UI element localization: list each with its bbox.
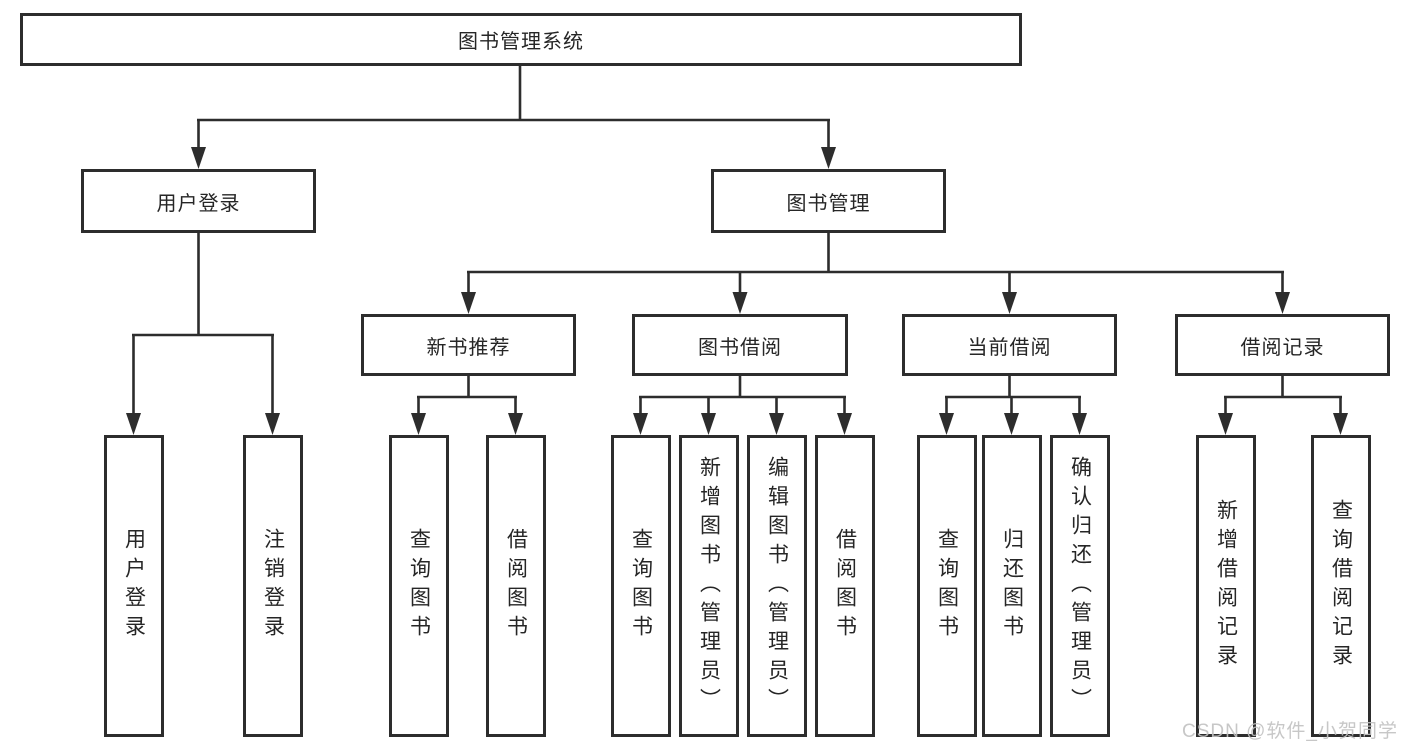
node-borrow-records: 借阅记录	[1175, 314, 1390, 376]
leaf-label: 查询图书	[629, 528, 653, 644]
leaf-return-books: 归还图书	[982, 435, 1042, 737]
leaf-label: 新增借阅记录	[1214, 499, 1238, 673]
node-book-borrow: 图书借阅	[632, 314, 848, 376]
leaf-borrow-books-2: 借阅图书	[815, 435, 875, 737]
leaf-label: 借阅图书	[833, 528, 857, 644]
leaf-query-borrow-record: 查询借阅记录	[1311, 435, 1371, 737]
node-root-system: 图书管理系统	[20, 13, 1022, 66]
leaf-label: 查询借阅记录	[1329, 499, 1353, 673]
leaf-query-books-2: 查询图书	[611, 435, 671, 737]
node-current-borrow: 当前借阅	[902, 314, 1117, 376]
leaf-borrow-books-1: 借阅图书	[486, 435, 546, 737]
leaf-label: 借阅图书	[504, 528, 528, 644]
node-user-login: 用户登录	[81, 169, 316, 233]
leaf-label: 确认归还（管理员）	[1068, 455, 1092, 717]
leaf-label: 注销登录	[261, 528, 285, 644]
leaf-add-books-admin: 新增图书（管理员）	[679, 435, 739, 737]
leaf-label: 归还图书	[1000, 528, 1024, 644]
leaf-label: 用户登录	[122, 528, 146, 644]
leaf-label: 查询图书	[407, 528, 431, 644]
leaf-confirm-return-admin: 确认归还（管理员）	[1050, 435, 1110, 737]
leaf-add-borrow-record: 新增借阅记录	[1196, 435, 1256, 737]
node-new-book-recommend: 新书推荐	[361, 314, 576, 376]
leaf-logout: 注销登录	[243, 435, 303, 737]
arrowheads	[126, 147, 1348, 435]
node-book-management: 图书管理	[711, 169, 946, 233]
leaf-user-login: 用户登录	[104, 435, 164, 737]
leaf-label: 新增图书（管理员）	[697, 455, 721, 717]
leaf-edit-books-admin: 编辑图书（管理员）	[747, 435, 807, 737]
leaf-label: 查询图书	[935, 528, 959, 644]
leaf-query-books-3: 查询图书	[917, 435, 977, 737]
csdn-watermark: CSDN @软件_小贺同学	[1182, 721, 1398, 742]
leaf-label: 编辑图书（管理员）	[765, 455, 789, 717]
leaf-query-books-1: 查询图书	[389, 435, 449, 737]
